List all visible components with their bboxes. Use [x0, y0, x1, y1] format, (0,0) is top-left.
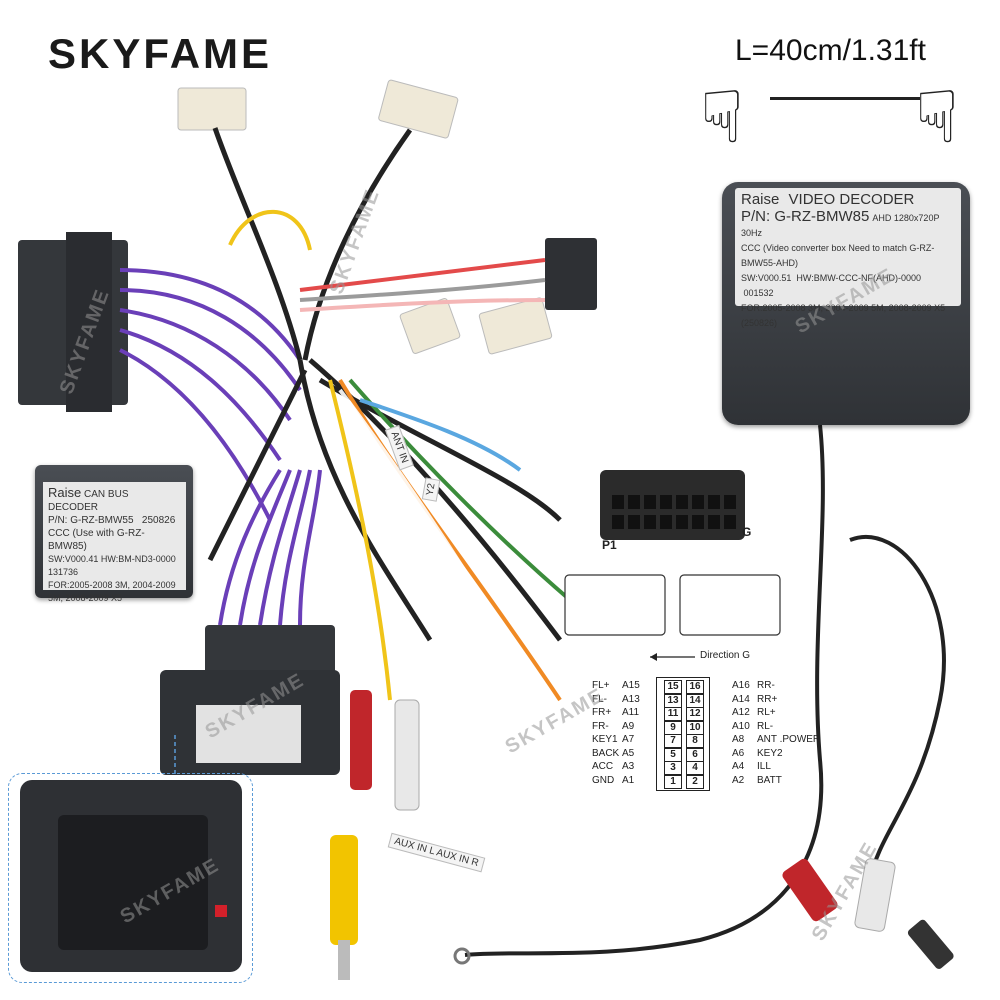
pin-left-code: A5: [622, 747, 635, 759]
video-decoder-pn: P/N: G-RZ-BMW85: [741, 208, 870, 225]
pin-number: 5: [664, 747, 682, 762]
pin-number: 12: [686, 707, 704, 721]
pin-left-name: FR-: [592, 720, 609, 732]
p1-label: P1: [602, 538, 617, 552]
pin-number: 14: [686, 693, 704, 708]
pin-right-name: RR+: [757, 693, 778, 705]
pin-left-name: KEY1: [592, 734, 618, 745]
hand-pointer-right-icon: ☟: [915, 78, 959, 158]
video-decoder-for: FOR:2005-2008 3M, 2004-2009 5M, 2008-200…: [741, 303, 946, 328]
pin-number: 10: [686, 720, 704, 735]
can-decoder-swhw: SW:V000.41 HW:BM-ND3-0000 131736: [48, 554, 176, 577]
rca-plug-red-harness: [350, 690, 372, 790]
pin-right-code: A2: [732, 774, 745, 786]
can-decoder-brand: Raise: [48, 485, 82, 500]
white-connector-small-2: [478, 297, 553, 355]
pin-number: 16: [686, 680, 704, 694]
pin-left-name: FL-: [592, 693, 607, 705]
pin-left-code: A9: [622, 720, 635, 732]
pin-right-name: KEY2: [757, 747, 783, 759]
can-bus-decoder-label: Raise CAN BUS DECODER P/N: G-RZ-BMW55 25…: [43, 482, 186, 603]
pin-number: 13: [664, 693, 682, 708]
pin-right-code: A6: [732, 747, 745, 759]
rca-plug-white: [854, 858, 896, 932]
video-decoder-hw: HW:BMW-CCC-NF(AHD)-0000: [796, 273, 922, 283]
video-decoder-pn-note: AHD 1280x720P 30Hz: [741, 213, 940, 238]
pin-left-code: A1: [622, 774, 635, 786]
pin-right-name: RL+: [757, 707, 776, 718]
pin-left-name: GND: [592, 774, 615, 786]
can-decoder-date: 250826: [141, 515, 176, 526]
pin-number: 15: [664, 680, 682, 694]
connector-outline-left: [564, 574, 666, 636]
pin-left-code: A3: [622, 761, 635, 772]
connector-closeup-inset: [8, 773, 253, 983]
pin-number: 6: [686, 747, 704, 762]
video-decoder-ccc: CCC (Video converter box Need to match G…: [741, 243, 935, 268]
pin-number: 8: [686, 734, 704, 748]
pin-number: 11: [664, 707, 682, 721]
pin-left-name: FR+: [592, 707, 612, 718]
pin-right-name: RR-: [757, 680, 775, 691]
cable-length-label: L=40cm/1.31ft: [735, 34, 926, 67]
rca-plug-yellow: [330, 835, 358, 945]
pin-right-code: A12: [732, 707, 750, 718]
pin-left-name: FL+: [592, 680, 610, 691]
pin-left-code: A11: [622, 707, 640, 718]
connector-outline-right: [679, 574, 781, 636]
pin-number: 4: [686, 761, 704, 775]
rca-plug-red: [782, 858, 838, 922]
pin-left-code: A7: [622, 734, 635, 745]
video-decoder-serial: 001532: [743, 288, 774, 298]
length-line: [770, 97, 920, 100]
pin-number: 3: [664, 761, 682, 775]
hand-pointer-left-icon: ☟: [700, 78, 744, 158]
video-decoder-label: Raise VIDEO DECODER P/N: G-RZ-BMW85 AHD …: [735, 188, 961, 328]
can-decoder-ccc: CCC (Use with G-RZ-BMW85): [48, 528, 145, 552]
pin-right-code: A10: [732, 720, 750, 732]
pin-number: 1: [664, 774, 682, 789]
pin-right-name: BATT: [757, 774, 782, 786]
pin-right-name: ILL: [757, 761, 771, 772]
pinout-row: FL- A13 13 14 A14 RR+: [592, 693, 797, 708]
can-decoder-pn: P/N: G-RZ-BMW55: [48, 515, 134, 526]
pin-number: 2: [686, 774, 704, 789]
aux-3-5mm-plug: [907, 919, 954, 969]
pinout-row: FR- A9 9 10 A10 RL-: [592, 720, 797, 735]
direction-g-label: Direction G: [700, 650, 751, 661]
can-decoder-for: FOR:2005-2008 3M, 2004-2009 5M, 2008-200…: [48, 580, 176, 603]
black-connector-right: [545, 238, 597, 310]
pin-right-name: ANT .POWER: [757, 734, 821, 745]
pin-left-name: BACK: [592, 747, 620, 759]
white-connector-small-1: [399, 298, 461, 354]
pinout-row: FL+ A15 15 16 A16 RR-: [592, 680, 797, 694]
video-decoder-title: VIDEO DECODER: [788, 191, 915, 208]
pin-right-code: A8: [732, 734, 745, 745]
pin-right-code: A16: [732, 680, 750, 691]
pin-left-code: A13: [622, 693, 640, 705]
pin-right-code: A14: [732, 693, 750, 705]
video-decoder-sw: SW:V000.51: [741, 273, 792, 283]
can-decoder-title: CAN BUS DECODER: [48, 489, 129, 513]
white-connector-top-right: [378, 79, 459, 139]
pin-left-code: A15: [622, 680, 640, 691]
white-connector-top-left: [177, 87, 247, 131]
video-decoder-brand: Raise: [741, 191, 780, 208]
pin-right-code: A4: [732, 761, 745, 772]
rca-plug-white-harness: [394, 699, 420, 811]
pin-number: 9: [664, 720, 682, 735]
pin-left-name: ACC: [592, 761, 614, 772]
pin-right-name: RL-: [757, 720, 774, 732]
brand-logo: SKYFAME: [48, 30, 273, 77]
pinout-row: FR+ A11 11 12 A12 RL+: [592, 707, 797, 721]
pin-number: 7: [664, 734, 682, 748]
g-label: G: [742, 525, 752, 539]
